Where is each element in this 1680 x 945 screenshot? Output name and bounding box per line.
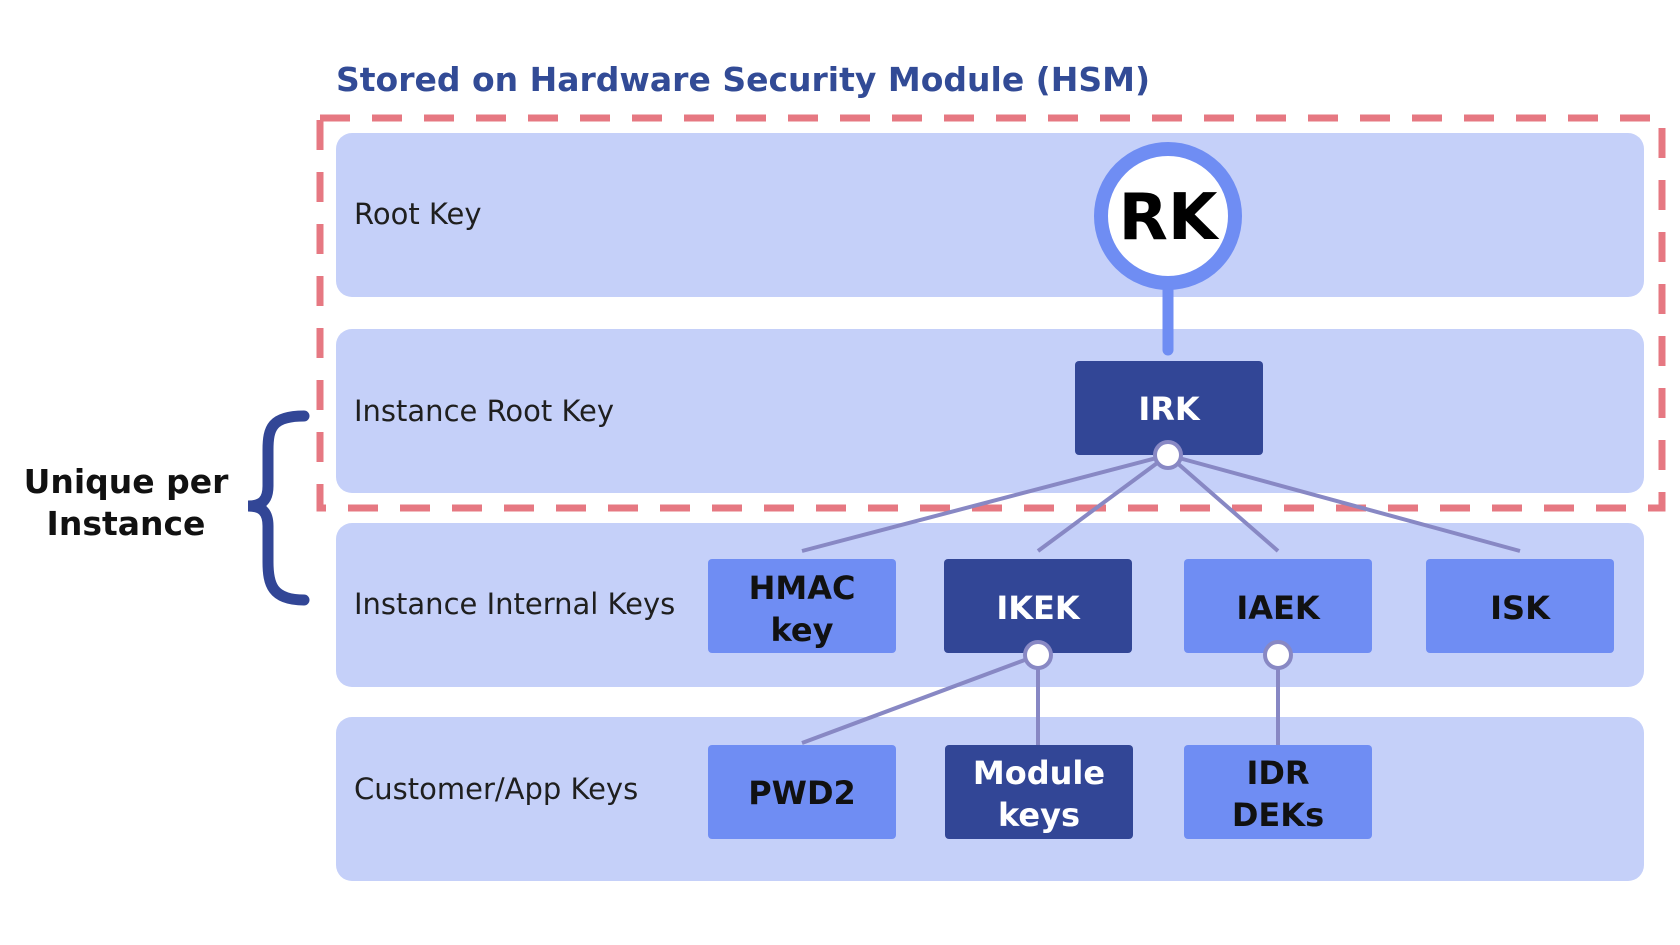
module-keys [945,745,1133,839]
ikek-port [1023,640,1053,670]
module-label-line2: keys [998,796,1080,834]
unique-per-instance-line1: Unique per [24,462,230,501]
connector-ikek-pwd2 [801,653,1039,745]
ikek-key [944,559,1132,653]
layer-root-key [336,133,1644,297]
pwd2-key [708,745,896,839]
layer-label-instance-root-key: Instance Root Key [354,394,614,428]
connector-irk-hmac [801,453,1169,553]
hmac-key [708,559,896,653]
irk-label: IRK [1138,390,1201,428]
idr-label-line2: DEKs [1232,796,1324,834]
unique-per-instance-line2: Instance [47,504,206,543]
brace-icon [247,410,310,606]
idr-label-line1: IDR [1246,754,1309,792]
hmac-label-line1: HMAC [749,569,856,607]
ikek-label: IKEK [996,589,1081,627]
connector-irk-iaek [1166,453,1280,553]
layer-label-customer-app-keys: Customer/App Keys [354,772,638,806]
layer-instance-root-key [336,329,1644,493]
hsm-title: Stored on Hardware Security Module (HSM) [336,60,1150,99]
hmac-label-line2: key [771,611,834,649]
iaek-key [1184,559,1372,653]
hsm-boundary [316,114,1666,512]
isk-label: ISK [1490,589,1551,627]
layer-label-instance-internal-keys: Instance Internal Keys [354,587,675,621]
connector-irk-isk [1167,453,1521,553]
connector-irk-ikek [1036,453,1170,553]
irk-key [1075,361,1263,455]
isk-key [1426,559,1614,653]
iaek-port [1263,640,1293,670]
layer-label-root-key: Root Key [354,197,482,231]
idr-deks-key [1184,745,1372,839]
module-label-line1: Module [973,754,1105,792]
rk-node [1094,142,1242,290]
irk-port [1153,440,1183,470]
iaek-label: IAEK [1236,589,1321,627]
rk-label: RK [1119,181,1220,255]
pwd2-label: PWD2 [748,774,856,812]
